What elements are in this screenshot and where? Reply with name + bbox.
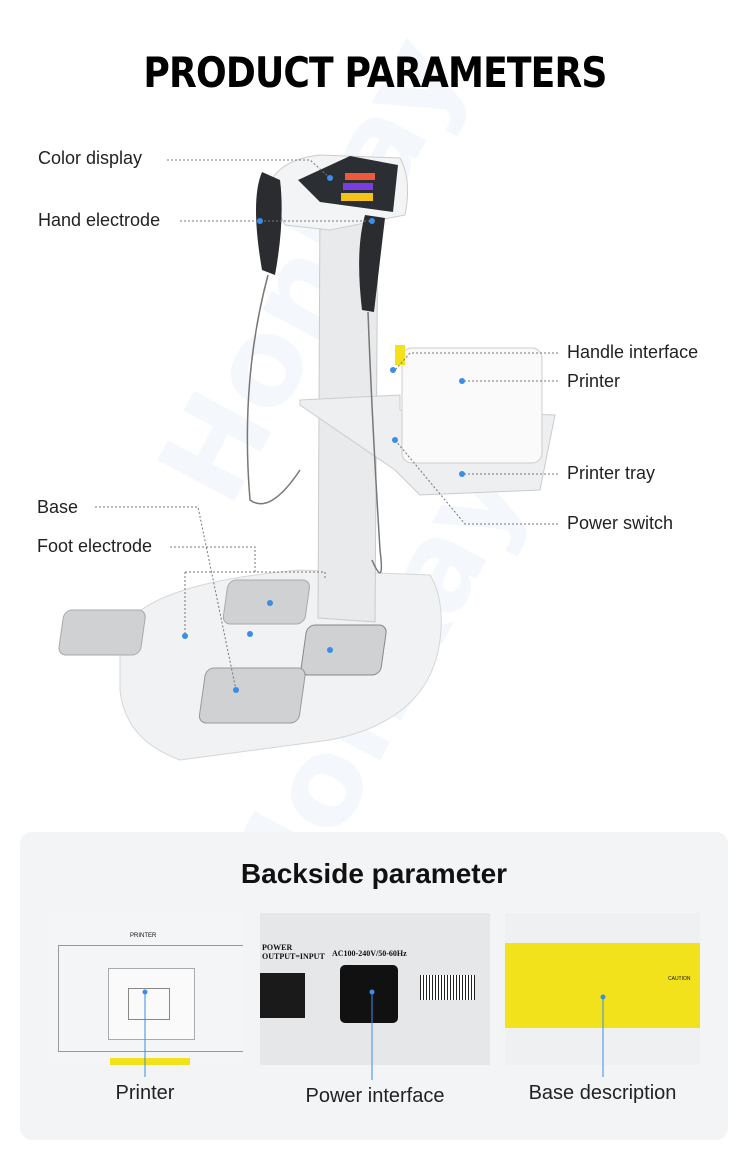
caution-label: CAUTION — [668, 976, 691, 982]
barcode — [420, 975, 475, 1000]
callout-foot-electrode: Foot electrode — [37, 536, 153, 556]
callout-color-display: Color display — [38, 148, 143, 168]
printer-panel-label: PRINTER — [130, 933, 157, 939]
page-title: PRODUCT PARAMETERS — [143, 48, 607, 97]
power-panel-label: POWER OUTPUT=INPUT — [262, 943, 325, 961]
callout-dots — [182, 175, 465, 693]
product-illustration — [58, 154, 558, 761]
power-rating: AC100-240V/50-60Hz — [332, 949, 407, 958]
caption-power-interface: Power interface — [305, 1085, 445, 1107]
hand-electrode-left — [256, 172, 282, 275]
callout-printer-tray: Printer tray — [567, 463, 656, 483]
foot-electrode — [300, 624, 387, 676]
backside-heading: Backside parameter — [240, 858, 508, 889]
printer — [401, 347, 543, 464]
printer-photo: PRINTER — [48, 913, 243, 1065]
leader-lines — [95, 159, 558, 691]
caption-base-description: Base description — [528, 1082, 677, 1104]
foot-electrode — [198, 667, 306, 724]
callout-hand-electrode: Hand electrode — [38, 210, 161, 230]
backside-leaders — [142, 989, 606, 1080]
power-socket — [340, 965, 398, 1023]
foot-electrode — [58, 609, 146, 656]
power-photo: POWER OUTPUT=INPUT AC100-240V/50-60Hz — [260, 913, 490, 1065]
caption-printer: Printer — [115, 1082, 175, 1104]
callout-base: Base — [37, 497, 79, 517]
backside-panel: Backside parameter PRINTER POWER OUTPUT=… — [20, 832, 728, 1140]
hand-electrode-right — [359, 215, 385, 312]
callout-printer: Printer — [567, 371, 621, 391]
foot-electrode — [222, 579, 310, 625]
callout-handle-interface: Handle interface — [567, 342, 699, 362]
callout-power-switch: Power switch — [567, 513, 674, 533]
